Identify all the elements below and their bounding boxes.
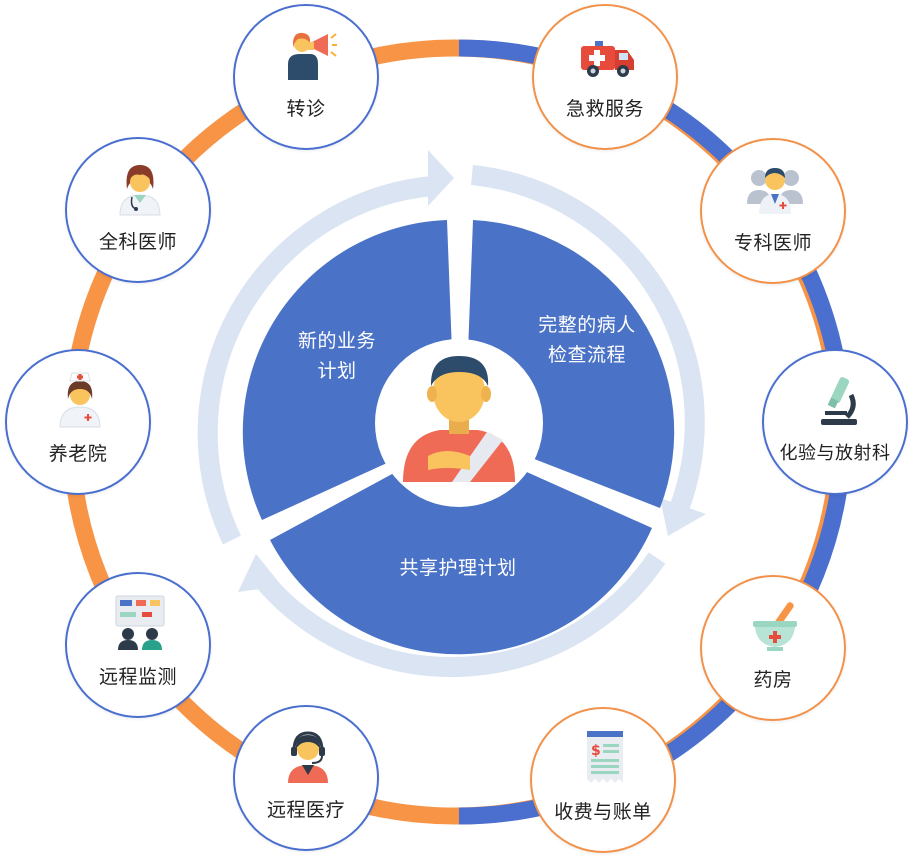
segment-label-line: 检查流程 bbox=[547, 344, 626, 366]
female-doctor-icon bbox=[119, 165, 161, 216]
node-label: 远程监测 bbox=[98, 666, 177, 688]
cycle-arrow-bottom-head bbox=[238, 554, 282, 592]
monitoring-board-icon bbox=[115, 595, 165, 650]
node-referral[interactable]: 转诊 bbox=[233, 4, 379, 150]
cycle-arrow-left bbox=[197, 176, 433, 545]
patient-with-sling-icon bbox=[403, 356, 515, 482]
node-lab[interactable]: 化验与放射科 bbox=[762, 349, 908, 495]
svg-text:$: $ bbox=[591, 743, 601, 759]
node-label: 转诊 bbox=[286, 98, 326, 120]
segment-label-line: 新的业务 bbox=[297, 330, 376, 352]
node-label: 化验与放射科 bbox=[779, 443, 891, 464]
ambulance-icon bbox=[581, 41, 634, 77]
node-label: 养老院 bbox=[48, 443, 108, 465]
cycle-arrows bbox=[197, 150, 706, 677]
invoice-icon: $ bbox=[587, 731, 623, 783]
node-gp[interactable]: 全科医师 bbox=[65, 137, 211, 283]
node-emergency[interactable]: 急救服务 bbox=[532, 4, 678, 150]
nurse-icon bbox=[59, 372, 101, 428]
node-pharmacy[interactable]: 药房 bbox=[700, 575, 846, 721]
cycle-arrow-right-head bbox=[660, 498, 706, 536]
node-label: 专科医师 bbox=[733, 232, 812, 254]
cycle-arrow-bottom bbox=[255, 552, 666, 677]
cycle-arrow-right bbox=[470, 165, 705, 510]
segment-label-line: 计划 bbox=[317, 360, 357, 382]
node-label: 急救服务 bbox=[565, 98, 644, 120]
node-billing[interactable]: $ 收费与账单 bbox=[530, 707, 676, 853]
node-label: 收费与账单 bbox=[554, 801, 652, 823]
mortar-pestle-icon bbox=[753, 602, 797, 651]
segment-shared-care-plan bbox=[270, 440, 652, 655]
segment-label-line: 完整的病人 bbox=[538, 314, 636, 336]
node-label: 全科医师 bbox=[98, 231, 177, 253]
segment-label-new-business-plan: 新的业务 计划 bbox=[262, 326, 412, 386]
node-telemedicine[interactable]: 远程医疗 bbox=[233, 705, 379, 851]
segment-label-shared-care-plan: 共享护理计划 bbox=[358, 553, 558, 583]
cycle-arrow-left-head bbox=[428, 150, 454, 206]
node-nursing-home[interactable]: 养老院 bbox=[5, 349, 151, 495]
headset-operator-icon bbox=[288, 731, 328, 783]
megaphone-person-icon bbox=[288, 32, 337, 80]
segment-label-complete-exam-flow: 完整的病人 检查流程 bbox=[502, 310, 672, 370]
specialist-doctor-icon bbox=[747, 168, 803, 214]
microscope-icon bbox=[821, 377, 857, 425]
node-label: 药房 bbox=[753, 669, 793, 691]
node-remote-monitoring[interactable]: 远程监测 bbox=[65, 572, 211, 718]
segment-label-line: 共享护理计划 bbox=[399, 557, 517, 579]
node-label: 远程医疗 bbox=[266, 799, 345, 821]
node-specialist[interactable]: 专科医师 bbox=[700, 138, 846, 284]
